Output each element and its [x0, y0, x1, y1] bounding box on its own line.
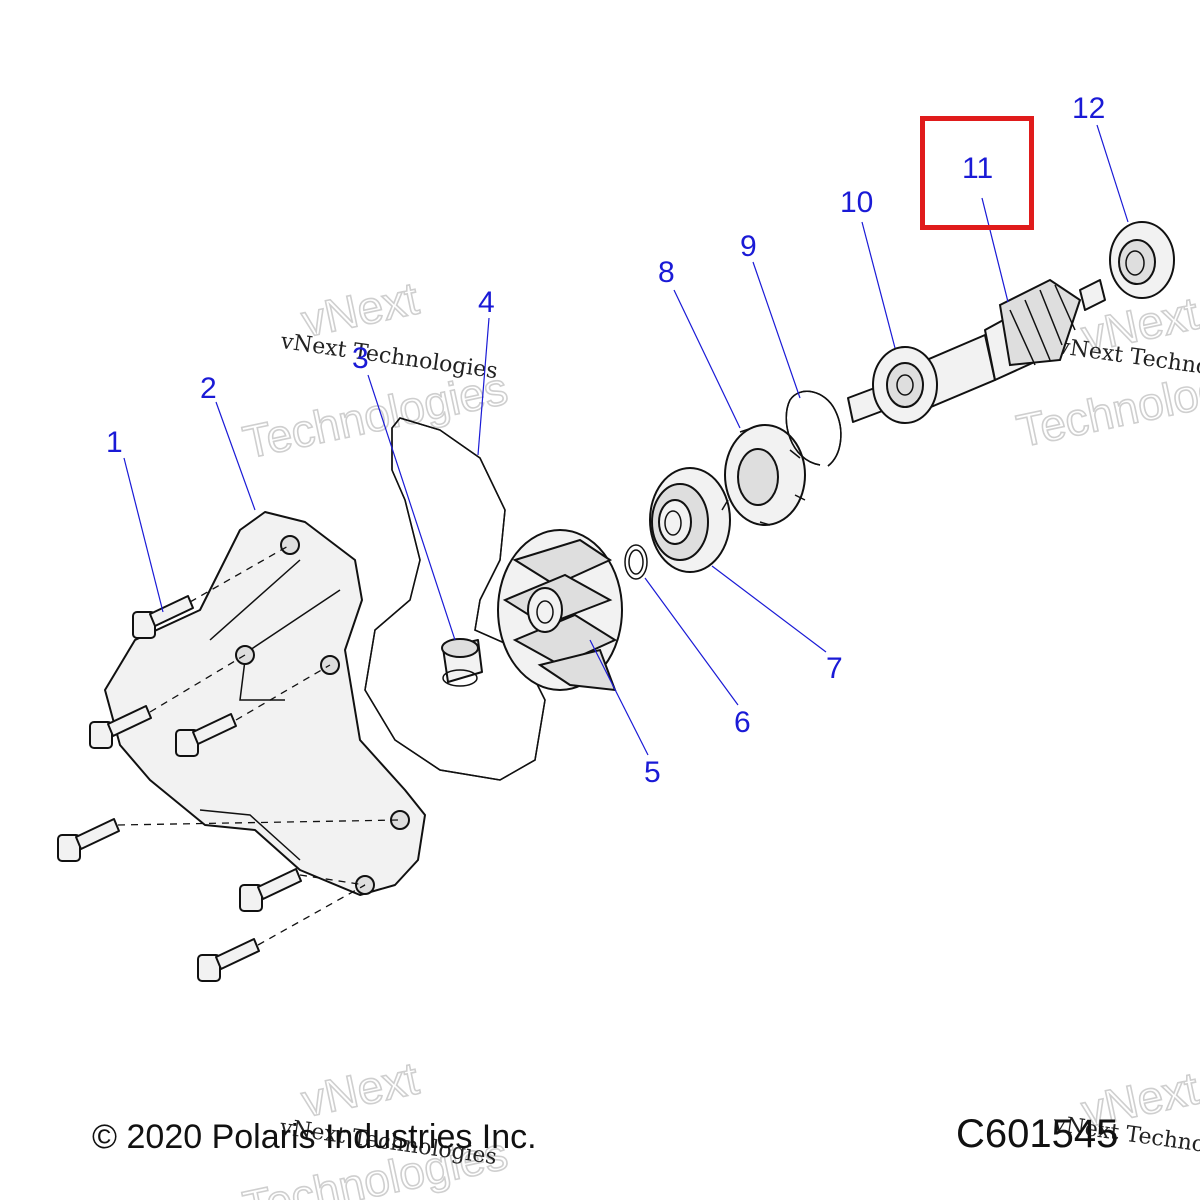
callout-2: 2 — [200, 372, 217, 405]
bolt — [239, 868, 302, 912]
callout-5: 5 — [644, 756, 661, 789]
watermark-line: vNext Technologies — [278, 329, 499, 384]
dowel-pin — [441, 638, 483, 687]
callout-3: 3 — [352, 342, 369, 375]
gasket — [364, 417, 546, 781]
callout-12: 12 — [1072, 92, 1105, 125]
watermark-brand: vNext — [297, 1052, 423, 1127]
bolt — [57, 818, 120, 862]
bolt — [89, 705, 152, 749]
callout-6: 6 — [734, 706, 751, 739]
callout-11: 11 — [962, 152, 993, 185]
snap-ring — [785, 390, 842, 467]
castle-nut — [721, 424, 806, 526]
highlight-box-callout-11 — [920, 116, 1034, 230]
ball-bearing — [1109, 221, 1175, 299]
watermark-group: vNext Technologies vNext Technologies vN… — [238, 271, 1200, 1200]
impeller — [497, 529, 623, 692]
water-pump-seal — [649, 467, 731, 573]
o-ring — [624, 544, 648, 580]
callout-7: 7 — [826, 652, 843, 685]
bolt-set — [57, 544, 401, 982]
callout-labels: 1 2 3 4 5 6 7 8 9 10 11 12 — [106, 92, 1105, 789]
callout-1: 1 — [106, 426, 123, 459]
callout-4: 4 — [478, 286, 495, 319]
callout-10: 10 — [840, 186, 873, 219]
callout-8: 8 — [658, 256, 675, 289]
bolt — [197, 938, 260, 982]
callout-9: 9 — [740, 230, 757, 263]
bolt — [132, 595, 194, 639]
leader-lines — [123, 124, 1129, 756]
bolt — [175, 713, 237, 757]
pump-cover — [104, 511, 426, 896]
figure-code: C601545 — [956, 1112, 1119, 1156]
pump-shaft-assembly — [847, 278, 1106, 424]
copyright-text: © 2020 Polaris Industries Inc. — [92, 1118, 537, 1156]
